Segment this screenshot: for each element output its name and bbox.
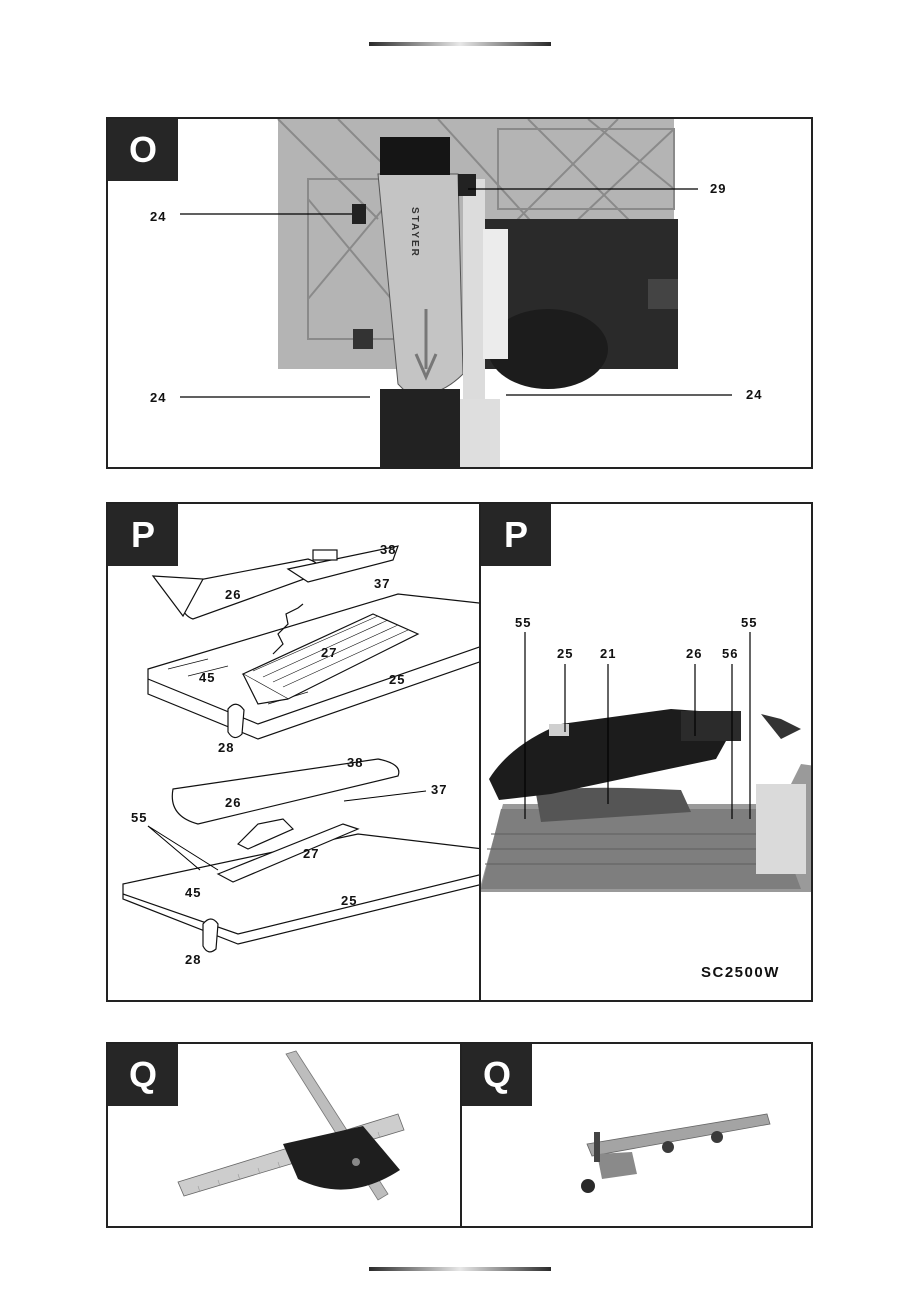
panel-p-left: P (106, 502, 481, 1002)
panel-p-left-tag: P (108, 504, 178, 566)
label-27-lower: 27 (303, 846, 320, 861)
label-45-upper: 45 (199, 670, 216, 685)
label-45-lower: 45 (185, 885, 202, 900)
panel-o-photo (180, 119, 732, 467)
label-25: 25 (557, 646, 574, 661)
panel-q-left-tag: Q (108, 1044, 178, 1106)
panel-q-left-photo (177, 1050, 405, 1201)
label-26: 26 (686, 646, 703, 661)
label-37-upper: 37 (374, 576, 391, 591)
label-24-bottom-right: 24 (746, 387, 763, 402)
panel-q-right-photo (581, 1113, 771, 1193)
panel-p-right-tag: P (481, 504, 551, 566)
label-26-lower: 26 (225, 795, 242, 810)
label-21: 21 (600, 646, 617, 661)
label-55-right: 55 (741, 615, 758, 630)
label-28-lower: 28 (185, 952, 202, 967)
label-38-lower: 38 (347, 755, 364, 770)
label-55-lower: 55 (131, 810, 148, 825)
label-37-lower: 37 (431, 782, 448, 797)
panel-q-right: Q (460, 1042, 813, 1228)
label-25-lower: 25 (341, 893, 358, 908)
label-56: 56 (722, 646, 739, 661)
brand-logo: STAYER (409, 207, 420, 258)
model-label: SC2500W (701, 964, 780, 981)
label-24-top-left: 24 (150, 209, 167, 224)
label-26-upper: 26 (225, 587, 242, 602)
panel-p-left-drawing (122, 545, 479, 953)
panel-o: O 29 24 24 (106, 117, 813, 469)
panel-o-tag: O (108, 119, 178, 181)
panel-p-right-photo (481, 632, 811, 892)
label-38-upper: 38 (380, 542, 397, 557)
top-rule (369, 42, 551, 46)
panel-p-right: P 55 55 25 21 26 56 SC2500W (479, 502, 813, 1002)
label-55-left: 55 (515, 615, 532, 630)
label-27-upper: 27 (321, 645, 338, 660)
panel-q-left: Q (106, 1042, 462, 1228)
label-28-upper: 28 (218, 740, 235, 755)
label-24-bottom-left: 24 (150, 390, 167, 405)
bottom-rule (369, 1267, 551, 1271)
label-29: 29 (710, 181, 727, 196)
label-25-upper: 25 (389, 672, 406, 687)
panel-q-right-tag: Q (462, 1044, 532, 1106)
